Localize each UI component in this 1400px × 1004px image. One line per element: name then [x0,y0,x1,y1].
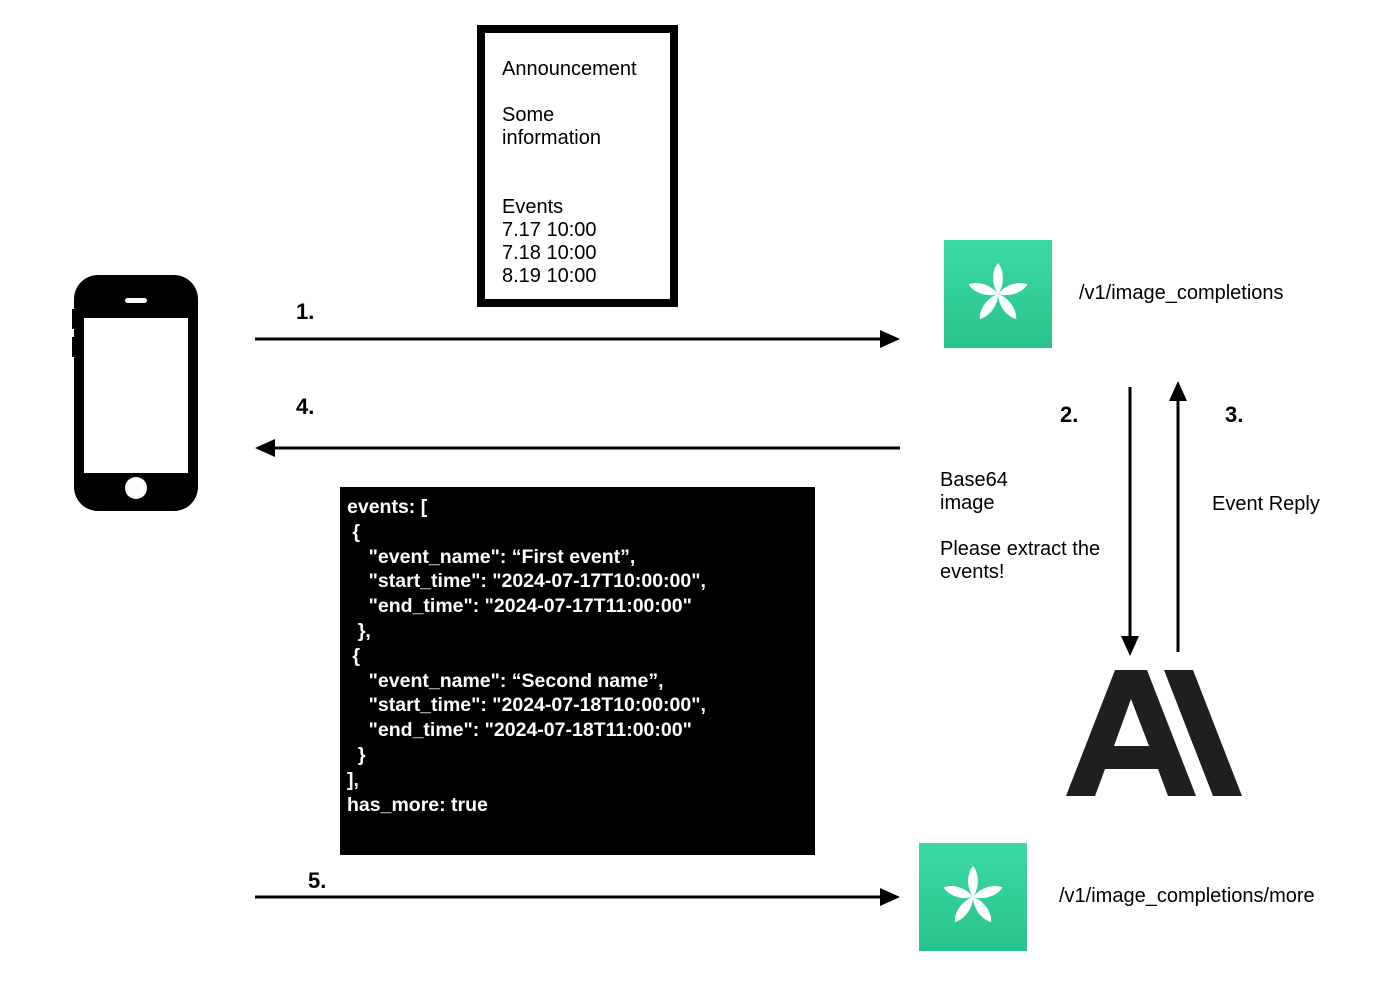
json-line: }, [347,619,371,642]
request-note-line: events! [940,561,1005,583]
announcement-event-line: 7.18 10:00 [502,242,597,264]
announcement-event-line: 8.19 10:00 [502,265,597,287]
flower-logo-icon [968,263,1028,320]
json-line: "event_name": “Second name”, [347,669,664,692]
step-label-5: 5. [308,868,327,893]
anthropic-logo-icon [1066,670,1244,796]
json-line: has_more: true [347,793,488,816]
json-line: "start_time": "2024-07-17T10:00:00", [347,570,706,593]
json-line: "end_time": "2024-07-17T11:00:00" [347,595,692,618]
announcement-events-heading: Events [502,196,564,218]
request-note-line: image [940,492,995,514]
step-label-1: 1. [296,299,315,324]
json-response-box: events: [ { "event_name": “First event”,… [340,487,815,855]
app-logo-tile [919,843,1027,951]
step-label-2: 2. [1060,402,1079,427]
arrow-step-4 [255,439,900,457]
json-line: } [347,743,366,766]
json-line: "start_time": "2024-07-18T10:00:00", [347,694,706,717]
step-label-4: 4. [296,394,315,419]
arrow-step-2 [1121,387,1139,656]
smartphone-icon [72,273,200,513]
arrow-step-1 [255,330,900,348]
announcement-document: Announcement Some information Events 7.1… [477,25,678,307]
request-note-line: Please extract the [940,538,1101,560]
flower-logo-icon [943,866,1003,923]
step-label-3: 3. [1225,402,1244,427]
announcement-text-line: Some [502,104,555,126]
json-line: "event_name": “First event”, [347,545,636,568]
endpoint-image-completions-more: /v1/image_completions/more [1059,885,1315,907]
json-line: { [347,644,361,667]
endpoint-image-completions: /v1/image_completions [1079,282,1284,304]
reply-note: Event Reply [1212,493,1320,515]
json-line: ], [347,768,359,791]
arrow-step-3 [1169,381,1187,652]
json-line: "end_time": "2024-07-18T11:00:00" [347,719,692,742]
announcement-text-line: information [502,127,601,149]
arrow-step-5 [255,888,900,906]
announcement-title: Announcement [502,58,637,80]
announcement-event-line: 7.17 10:00 [502,219,597,241]
request-note-line: Base64 [940,469,1008,491]
app-logo-tile [944,240,1052,348]
json-line: events: [ [347,496,428,518]
json-line: { [347,520,361,543]
